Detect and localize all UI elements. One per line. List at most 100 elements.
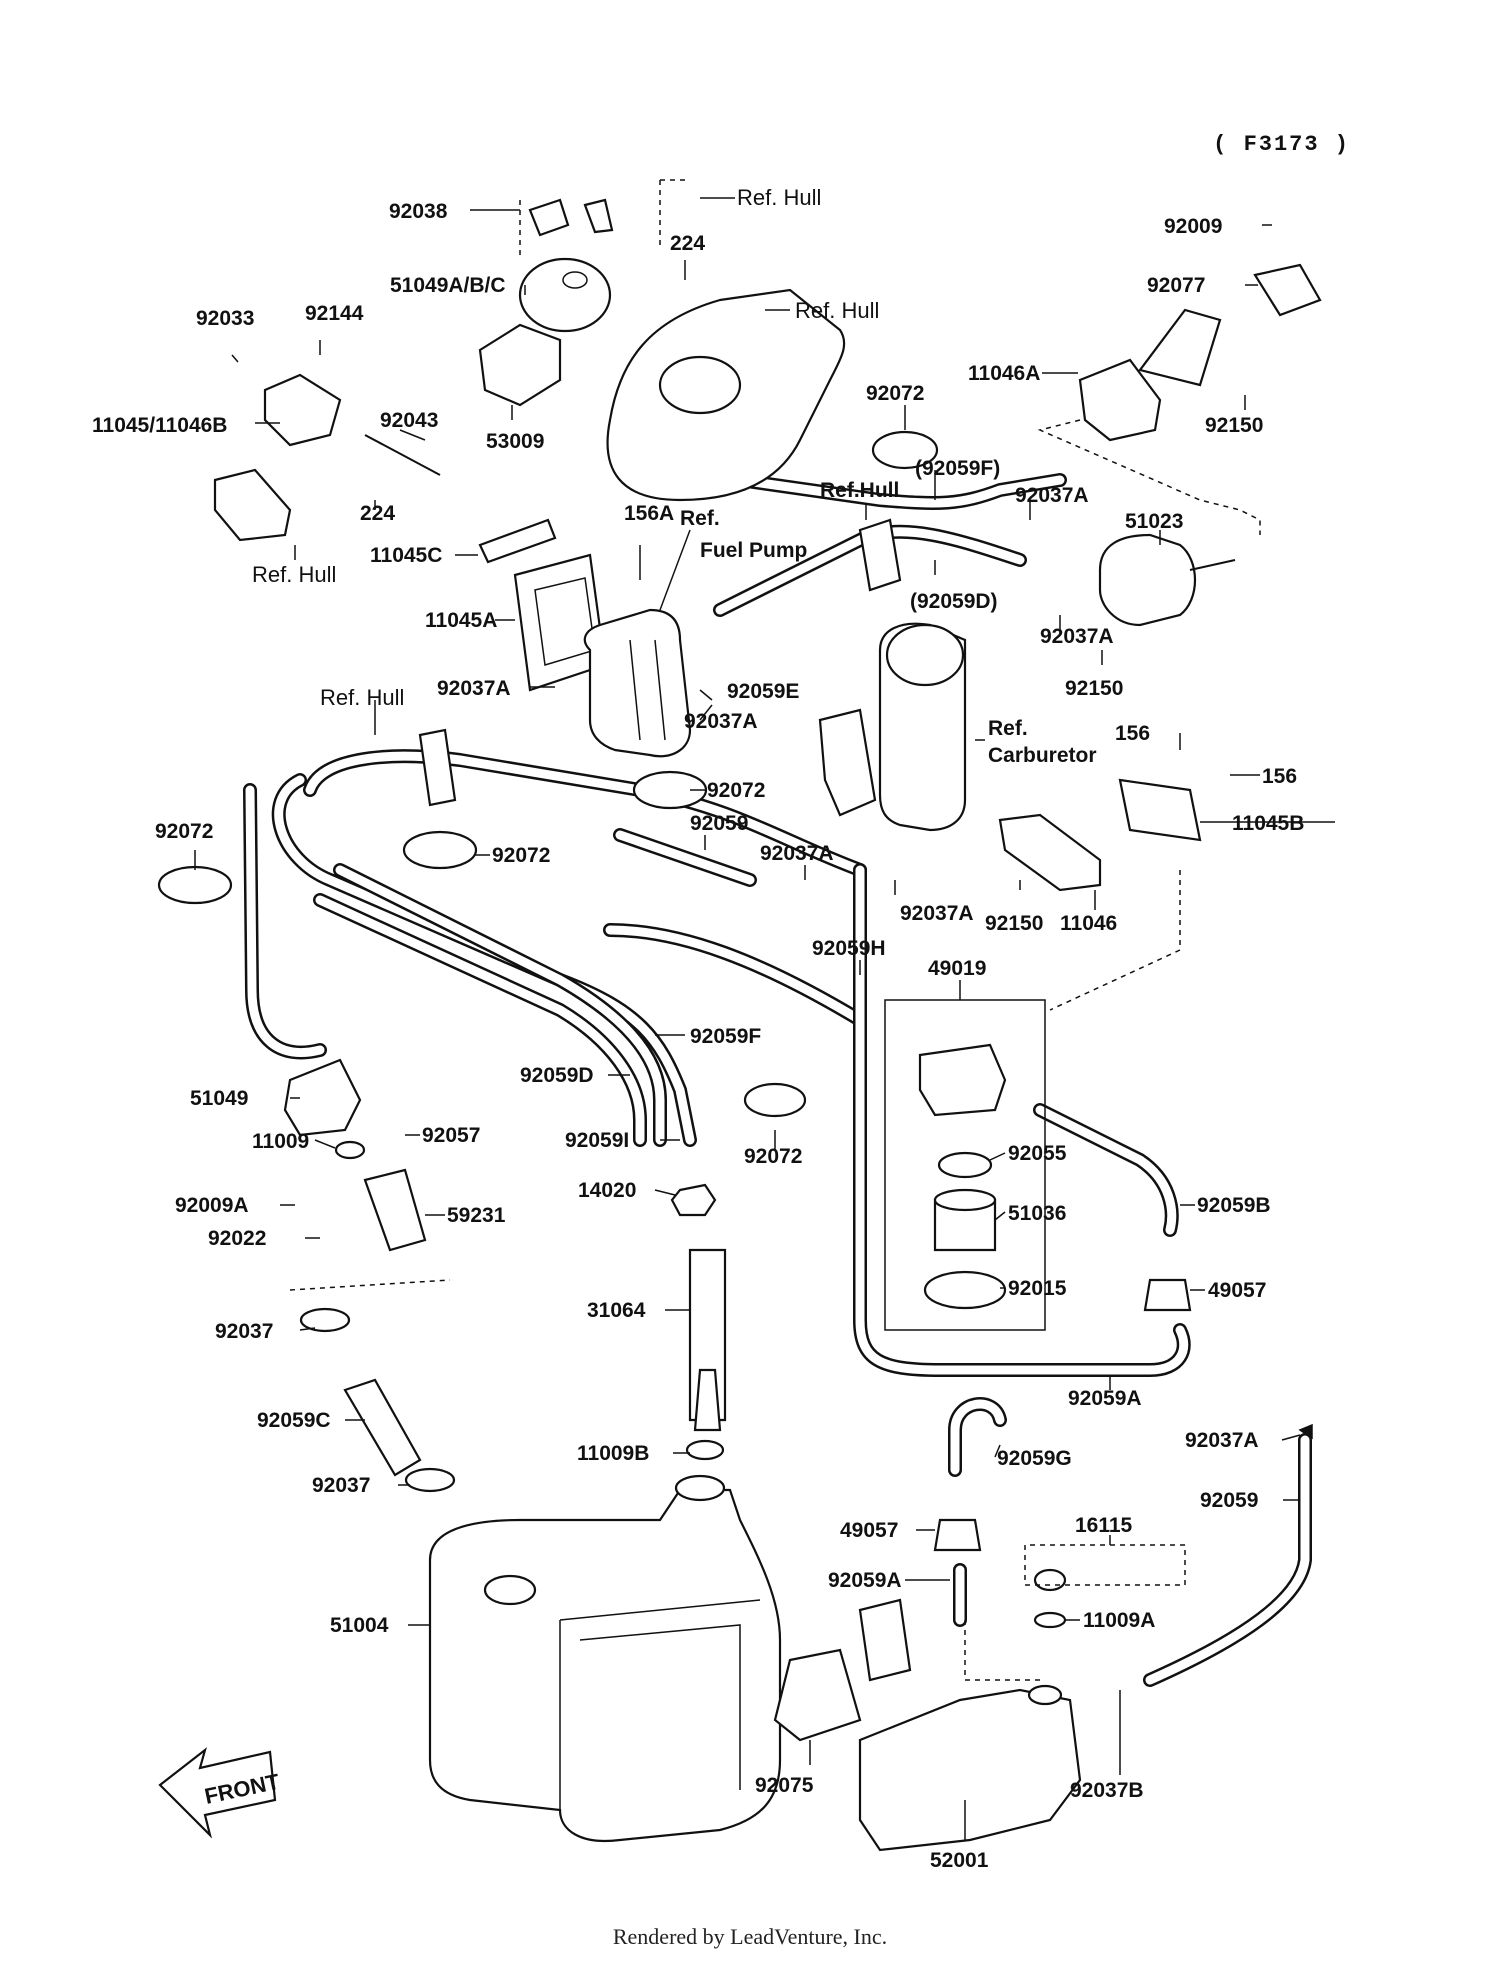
label-92059a-left: 92059A — [828, 1569, 902, 1592]
label-92059a-right: 92059A — [1068, 1387, 1142, 1410]
label-156-top: 156 — [1115, 722, 1150, 745]
sender-31064-float — [693, 1368, 722, 1432]
hull-clip — [858, 518, 902, 592]
label-92037-a: 92037 — [215, 1320, 273, 1343]
filter-cap — [918, 1043, 1007, 1117]
hose-vent-upper-inner — [735, 475, 1065, 508]
hose-group — [243, 473, 1312, 1687]
label-51049: 51049 — [190, 1087, 248, 1110]
label-ref-fuel-pump-2: Fuel Pump — [700, 539, 807, 562]
label-ref-hull-cover: Ref. Hull — [795, 298, 879, 323]
ref-line-3 — [1037, 419, 1261, 535]
label-92037-b: 92037 — [312, 1474, 370, 1497]
label-92144: 92144 — [305, 302, 364, 325]
label-11045b: 11045B — [1232, 812, 1304, 835]
fuel-tank-neck — [483, 1574, 537, 1606]
cap-92038b — [583, 198, 614, 234]
label-92150-a: 92150 — [1205, 414, 1263, 437]
filter-element-top — [933, 1188, 997, 1212]
clamp-92072-top — [871, 430, 939, 470]
label-92059h: 92059H — [812, 937, 886, 960]
hose-92059-right-inner — [1145, 1435, 1310, 1685]
label-92075: 92075 — [755, 1774, 814, 1797]
label-156a: 156A — [624, 502, 674, 525]
washer-11009 — [334, 1140, 366, 1160]
label-92037a-1: 92037A — [1015, 484, 1089, 507]
label-53009: 53009 — [486, 430, 544, 453]
label-92059f: 92059F — [690, 1025, 761, 1048]
label-ref-hull-left: Ref. Hull — [252, 562, 336, 587]
diagram-code: ( F3173 ) — [1213, 132, 1350, 157]
label-51023: 51023 — [1125, 510, 1183, 533]
label-92059d-paren: (92059D) — [910, 590, 998, 613]
clamp-92072-mid — [632, 770, 708, 810]
label-ref-hull-mid: Ref. Hull — [320, 685, 404, 710]
fuel-tank — [428, 1488, 782, 1843]
label-92072-left: 92072 — [155, 820, 213, 843]
label-49057-right: 49057 — [1208, 1279, 1266, 1302]
label-92037a-6: 92037A — [900, 902, 974, 925]
label-52001: 52001 — [930, 1849, 989, 1872]
carburetor-linkage — [818, 708, 877, 817]
filter-box — [884, 999, 1046, 1331]
label-92077: 92077 — [1147, 274, 1205, 297]
label-ref-fuel-pump-1: Ref. — [680, 507, 720, 530]
washer-11009a — [1033, 1611, 1067, 1629]
label-11009: 11009 — [252, 1130, 309, 1153]
filler-cap-51049 — [283, 1058, 362, 1137]
intake-11046a — [1078, 358, 1162, 442]
leader-lines — [194, 197, 1335, 1840]
label-11009b: 11009B — [577, 1442, 649, 1465]
bracket-53009 — [478, 323, 562, 407]
plate-92077 — [1253, 263, 1322, 317]
ref-line-7 — [1024, 1544, 1186, 1586]
label-92059b: 92059B — [1197, 1194, 1271, 1217]
label-11045-11046b: 11045/11046B — [92, 414, 227, 437]
label-59231: 59231 — [447, 1204, 506, 1227]
label-14020: 14020 — [578, 1179, 636, 1202]
hose-right-vertical-inner — [855, 865, 1189, 1375]
label-92072-low: 92072 — [744, 1145, 802, 1168]
label-92055: 92055 — [1008, 1142, 1067, 1165]
label-92072-mid: 92072 — [707, 779, 765, 802]
oil-cap-16115 — [1033, 1568, 1067, 1592]
label-92057: 92057 — [422, 1124, 480, 1147]
label-92038: 92038 — [389, 200, 448, 223]
intake-ring-hole — [562, 271, 588, 289]
label-92033: 92033 — [196, 307, 254, 330]
label-92059c: 92059C — [257, 1409, 331, 1432]
hose-92059-mid-inner — [615, 830, 755, 885]
clamp-92072-low — [743, 1082, 807, 1118]
valve-49057-right — [1143, 1278, 1192, 1312]
oil-tank-52001 — [858, 1688, 1082, 1852]
label-51004: 51004 — [330, 1614, 389, 1637]
label-31064: 31064 — [587, 1299, 646, 1322]
label-92150-c: 92150 — [985, 912, 1043, 935]
hose-92059h-inner — [605, 925, 865, 1025]
rod-92043 — [364, 434, 441, 476]
label-92037a-3: 92037A — [437, 677, 511, 700]
label-11046a: 11046A — [968, 362, 1040, 385]
oil-tank-cap — [1027, 1684, 1063, 1706]
label-51036: 51036 — [1008, 1202, 1066, 1225]
filter-gasket-92055 — [937, 1151, 993, 1179]
label-92059i: 92059I — [565, 1129, 629, 1152]
label-11009a: 11009A — [1083, 1609, 1155, 1632]
label-92037b: 92037B — [1070, 1779, 1144, 1802]
label-49057-left: 49057 — [840, 1519, 898, 1542]
label-92150-b: 92150 — [1065, 677, 1123, 700]
hose-92059c — [343, 1378, 422, 1477]
label-ref-hull-clip: Ref.Hull — [820, 479, 899, 502]
plate-11045c — [478, 518, 557, 564]
label-92043: 92043 — [380, 409, 438, 432]
bracket-11046 — [998, 813, 1102, 892]
label-92037a-2: 92037A — [1040, 625, 1114, 648]
label-92009a: 92009A — [175, 1194, 249, 1217]
ref-line-4 — [1049, 870, 1181, 1011]
label-92015: 92015 — [1008, 1277, 1067, 1300]
plate-ref-hull — [213, 468, 292, 542]
fuel-tank-neck-2 — [674, 1474, 726, 1502]
pump-51023 — [1098, 533, 1197, 627]
